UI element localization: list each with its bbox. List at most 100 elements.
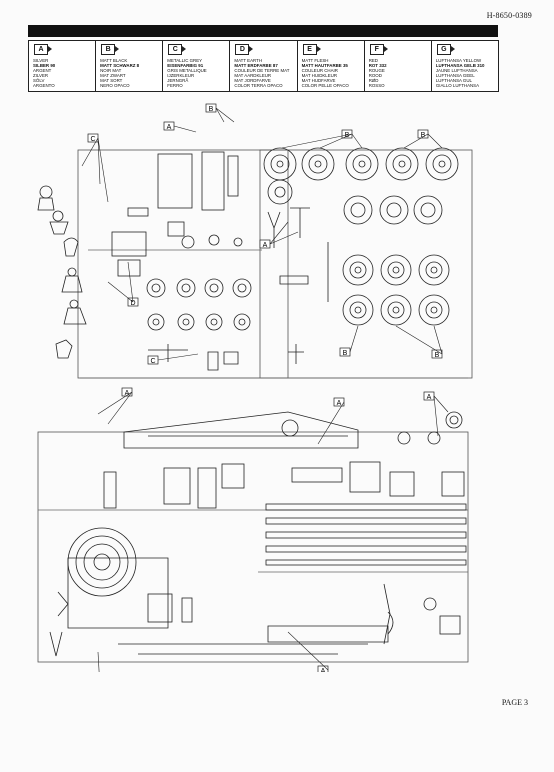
legend-line: SÖLV: [33, 78, 45, 83]
legend-letter-a: A: [34, 44, 52, 55]
legend-line: COULEUR DE TERRE MAT: [234, 68, 290, 73]
body-panels: [111, 151, 239, 277]
callout-a-label: A: [263, 242, 268, 249]
legend-line: ROT 332: [368, 63, 387, 68]
small-parts-lower: [49, 411, 463, 657]
paint-color-legend: A SILVER SILBER 90 ARGENT ZILVER SÖLV AR…: [28, 40, 499, 92]
callout-c: C: [87, 133, 99, 143]
legend-line: NOIR MAT: [100, 68, 122, 73]
legend-line: MATT FLESH: [301, 58, 329, 63]
legend-line: FERRO: [167, 83, 183, 88]
legend-cell-f: F RED ROT 332 ROUGE ROOD RØD ROSSO: [365, 41, 432, 91]
legend-line: LUFTHANSA YELLOW: [435, 58, 482, 63]
legend-line: ARGENT: [33, 68, 52, 73]
legend-line: ROUGE: [368, 68, 385, 73]
legend-letter-c: C: [168, 44, 187, 55]
legend-cell-b: B MATT BLACK MATT SCHWARZ 8 NOIR MAT MAT…: [96, 41, 164, 91]
callout-a-label: A: [337, 400, 342, 407]
callout-a: A: [121, 387, 133, 397]
small-parts-upper: [148, 207, 329, 371]
callout-b-label: B: [345, 132, 350, 139]
legend-line: COULEUR CHAIR: [301, 68, 338, 73]
callout-b: B: [205, 103, 217, 113]
callout-flags: A B C D B B A: [87, 103, 443, 672]
legend-cell-a: A SILVER SILBER 90 ARGENT ZILVER SÖLV AR…: [29, 41, 97, 91]
legend-letter-e: E: [302, 44, 321, 55]
legend-line: JAUNE LUFTHANSA: [435, 68, 478, 73]
small-wheels: [146, 234, 252, 331]
legend-letter-d: D: [235, 44, 254, 55]
callout-a: A: [317, 665, 329, 672]
leader-lines: [81, 107, 449, 672]
legend-line: JERNGRÅ: [167, 78, 189, 83]
page-number: PAGE 3: [501, 698, 528, 707]
callout-a: A: [333, 397, 345, 407]
legend-line: MATT BLACK: [100, 58, 128, 63]
legend-line: MAT HUIDKLEUR: [301, 73, 338, 78]
parts-sprue-diagram: A B C D B B A: [37, 103, 473, 672]
legend-line: ZILVER: [33, 73, 49, 78]
callout-a: A: [259, 239, 271, 249]
header-bar: [28, 25, 498, 37]
legend-letter-b: B: [101, 44, 120, 55]
lower-sprue-frame: [37, 431, 469, 663]
callout-b: B: [431, 349, 443, 359]
legend-line: COLOR PELLE OPACO: [301, 83, 349, 88]
callout-b-label: B: [435, 352, 440, 359]
callout-a-label: A: [427, 394, 432, 401]
legend-cell-g: G LUFTHANSA YELLOW LUFTHANSA GELB 310 JA…: [432, 41, 498, 91]
legend-line: METALLIC GREY: [167, 58, 203, 63]
legend-line: LUFTHANSA GUL: [435, 78, 472, 83]
callout-a-label: A: [167, 124, 172, 131]
callout-b-label: B: [343, 350, 348, 357]
legend-cell-e: E MATT FLESH MATT HAUTFARBE 35 COULEUR C…: [298, 41, 365, 91]
gear-disc: [67, 527, 137, 597]
legend-line: ARGENTO: [33, 83, 55, 88]
legend-letter-g: G: [436, 44, 455, 55]
legend-line: GIALLO LUFTHANSA: [435, 83, 480, 88]
legend-line: LUFTHANSA GELB 310: [435, 63, 485, 68]
legend-line: GRIS METALLIQUE: [167, 68, 207, 73]
callout-b-label: B: [421, 132, 426, 139]
callout-a: A: [163, 121, 175, 131]
legend-line: MAT HUDFARVE: [301, 78, 336, 83]
legend-letter-f: F: [369, 44, 388, 55]
callout-a: A: [423, 391, 435, 401]
legend-line: IJZERKLEUR: [167, 73, 195, 78]
legend-line: COLOR TERRA OPACO: [234, 83, 283, 88]
legend-line: EISENFARBIG 91: [167, 63, 204, 68]
callout-a-label: A: [321, 668, 326, 672]
frame-rails: [103, 461, 467, 566]
callout-b: B: [339, 347, 351, 357]
legend-line: MATT EARTH: [234, 58, 262, 63]
legend-line: MAT ZWART: [100, 73, 126, 78]
callout-b-label: B: [209, 106, 214, 113]
legend-line: MATT ERDFARBE 87: [234, 63, 278, 68]
legend-line: LUFTHANSA GEEL: [435, 73, 475, 78]
legend-line: ROSSO: [368, 83, 385, 88]
legend-line: MATT SCHWARZ 8: [100, 63, 140, 68]
legend-line: RED: [368, 58, 378, 63]
legend-line: NERO OPACO: [100, 83, 130, 88]
document-code: H-8650-0389: [486, 11, 532, 20]
callout-d-label: D: [130, 300, 135, 307]
legend-line: MATT HAUTFARBE 35: [301, 63, 348, 68]
callout-b: B: [417, 129, 429, 139]
callout-c-label: C: [150, 358, 155, 365]
legend-cell-c: C METALLIC GREY EISENFARBIG 91 GRIS META…: [163, 41, 231, 91]
legend-line: SILBER 90: [33, 63, 56, 68]
legend-cell-d: D MATT EARTH MATT ERDFARBE 87 COULEUR DE…: [230, 41, 298, 91]
figure-parts: [37, 185, 87, 359]
chassis-frame: [67, 411, 389, 655]
legend-line: ROOD: [368, 73, 382, 78]
legend-line: SILVER: [33, 58, 49, 63]
callout-c: C: [147, 355, 159, 365]
legend-line: MAT AARDKLEUR: [234, 73, 272, 78]
upper-sprue-frame: [77, 149, 473, 379]
large-wheels: [263, 147, 459, 326]
legend-line: MAT SORT: [100, 78, 123, 83]
callout-c-label: C: [90, 136, 95, 143]
callout-a-label: A: [125, 390, 130, 397]
legend-line: MAT JORDFARVE: [234, 78, 271, 83]
